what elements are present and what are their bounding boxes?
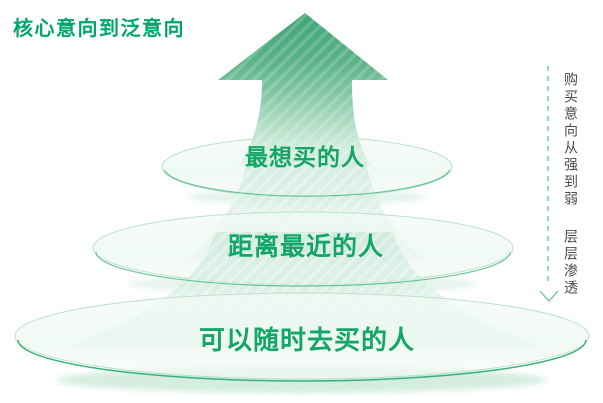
intent-axis (539, 66, 559, 303)
tier-2-label: 距离最近的人 (227, 233, 385, 261)
down-arrow-icon (539, 290, 559, 303)
up-arrow-hatch (218, 13, 388, 166)
tier-3-rim (17, 339, 587, 382)
tier-3-disc (14, 292, 590, 393)
tier-3-surface (15, 293, 589, 379)
up-arrow-icon (218, 13, 388, 166)
tier-2-rim (95, 251, 511, 287)
intent-axis-note: 购买意向从强到弱 层层渗透 (562, 72, 580, 297)
intent-axis-note-line1: 购买意向从强到弱 (563, 72, 579, 208)
tier-1-rim (163, 169, 451, 197)
tier-3-label: 可以随时去买的人 (198, 325, 416, 355)
tier-1-label: 最想买的人 (245, 144, 365, 170)
tier-3-outline (14, 292, 590, 380)
page-title: 核心意向到泛意向 (13, 18, 185, 40)
intent-axis-note-line2: 层层渗透 (563, 228, 579, 297)
